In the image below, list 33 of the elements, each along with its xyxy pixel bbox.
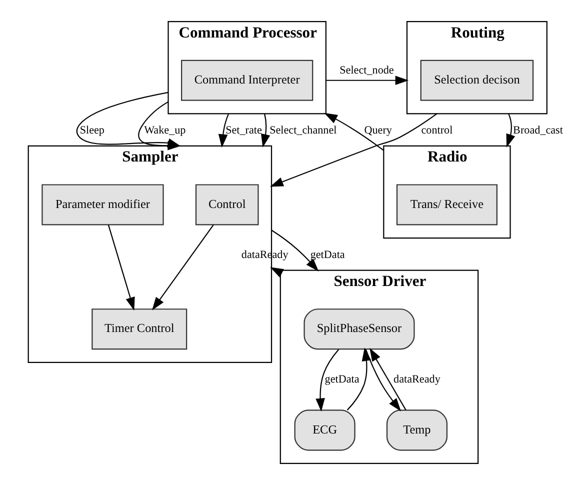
arrow [270, 113, 438, 187]
arrow [324, 112, 384, 151]
edge-label: control [421, 124, 453, 137]
edge-label: Query [364, 124, 392, 137]
node-box: Timer Control [92, 308, 188, 350]
arrow [271, 230, 319, 272]
edge-label: Sleep [80, 124, 105, 137]
edge-label: dataReady [394, 373, 440, 386]
arrow [316, 349, 340, 412]
node-box: Control [195, 184, 259, 226]
edge-label: getData [324, 373, 360, 386]
node-box: SplitPhaseSensor [304, 308, 415, 350]
edge-label: Select_node [340, 64, 394, 77]
arrow [346, 348, 372, 410]
edge-label: Set_rate [226, 124, 262, 137]
arrow [365, 349, 402, 412]
node-box: Temp [386, 410, 448, 451]
node-box: Parameter modifier [42, 184, 164, 226]
arrow [370, 348, 406, 410]
node-box: Trans/ Receive [396, 184, 498, 226]
arrow [326, 76, 409, 86]
edge-label: Select_channel [270, 124, 337, 137]
arrow [261, 114, 270, 148]
arrow [152, 224, 214, 310]
edge-label: getData [310, 249, 345, 262]
arrow [218, 113, 230, 148]
node-box: ECG [294, 410, 356, 451]
node-box: Command Interpreter [181, 60, 314, 101]
arrow [108, 224, 135, 311]
node-box: Selection decison [420, 60, 534, 101]
edge-label: Wake_up [144, 124, 186, 137]
arrow [506, 113, 516, 148]
edge-label: Broad_cast [513, 124, 563, 137]
